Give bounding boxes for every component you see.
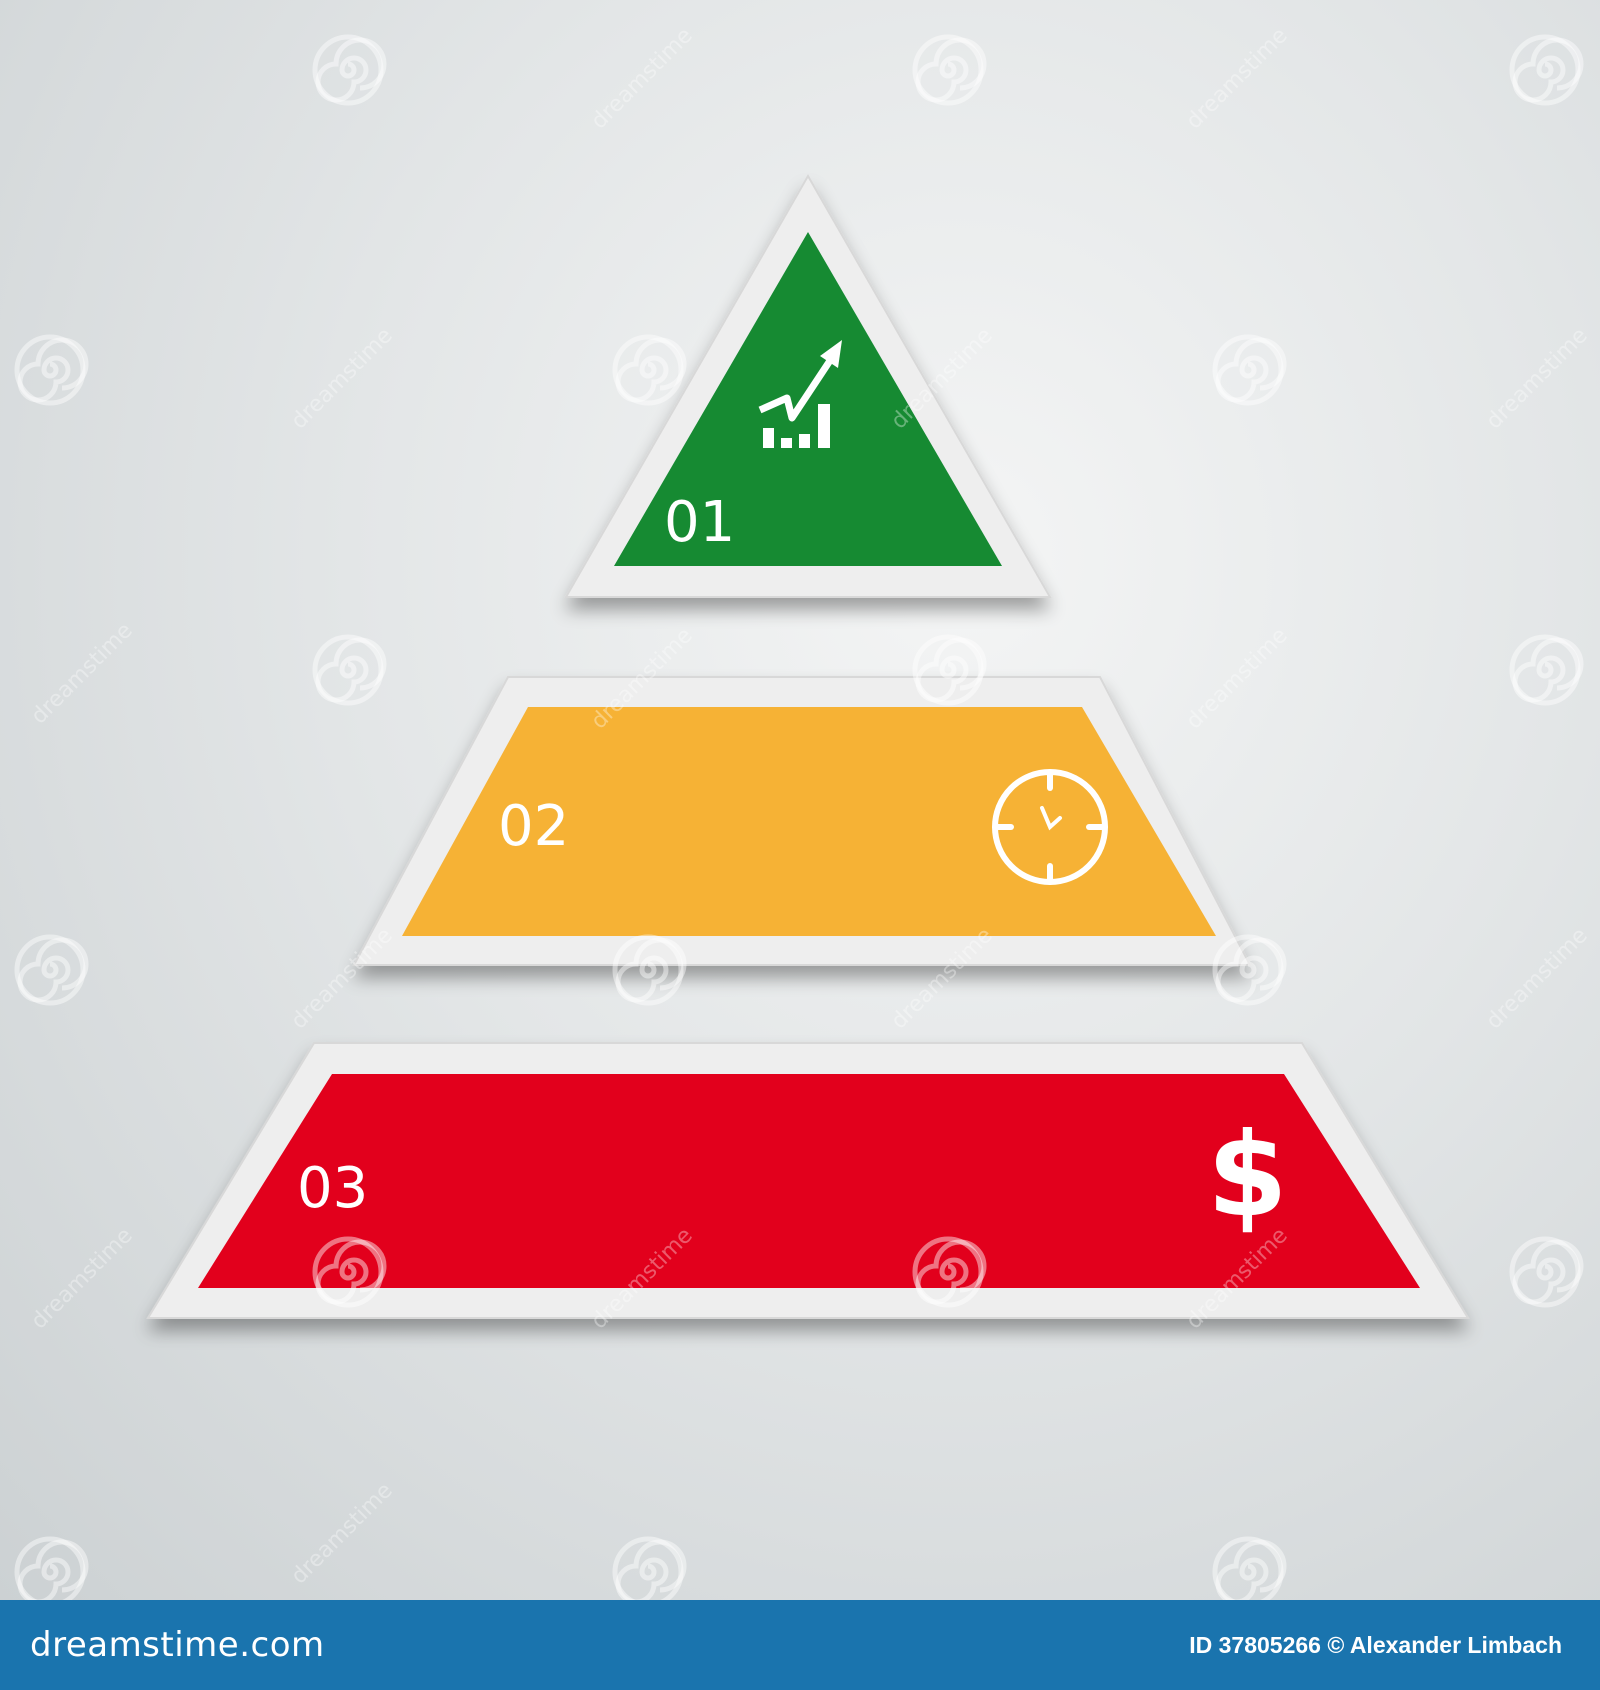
pyramid-infographic: 01 02 03 $ — [0, 0, 1600, 1600]
tier-02-label: 02 — [498, 794, 569, 859]
growth-chart-icon — [758, 340, 842, 448]
svg-text:dreamstime: dreamstime — [287, 923, 398, 1034]
clock-icon — [992, 769, 1108, 885]
tier-01-label: 01 — [664, 490, 735, 555]
svg-text:dreamstime: dreamstime — [27, 618, 138, 729]
svg-text:dreamstime: dreamstime — [587, 23, 698, 134]
svg-text:dreamstime: dreamstime — [1482, 923, 1593, 1034]
tier-03-shape — [198, 1074, 1420, 1288]
svg-text:dreamstime: dreamstime — [1182, 23, 1293, 134]
tier-03-label: 03 — [297, 1156, 368, 1221]
tier-02-shape — [402, 707, 1216, 936]
svg-text:dreamstime: dreamstime — [1482, 323, 1593, 434]
credit-bar: dreamstime.com ID 37805266 © Alexander L… — [0, 1600, 1600, 1690]
svg-text:dreamstime: dreamstime — [27, 1223, 138, 1334]
dollar-icon: $ — [1207, 1108, 1288, 1243]
svg-text:dreamstime: dreamstime — [287, 323, 398, 434]
svg-text:dreamstime: dreamstime — [287, 1478, 398, 1589]
tier-01 — [564, 173, 1052, 598]
svg-text:dreamstime: dreamstime — [1182, 623, 1293, 734]
pyramid-diagram: 01 02 03 $ — [0, 23, 1593, 1600]
footer-credit: ID 37805266 © Alexander Limbach — [1189, 1631, 1562, 1658]
tier-02 — [352, 676, 1252, 966]
footer-brand: dreamstime.com — [30, 1625, 325, 1665]
tier-03 — [146, 1042, 1470, 1319]
